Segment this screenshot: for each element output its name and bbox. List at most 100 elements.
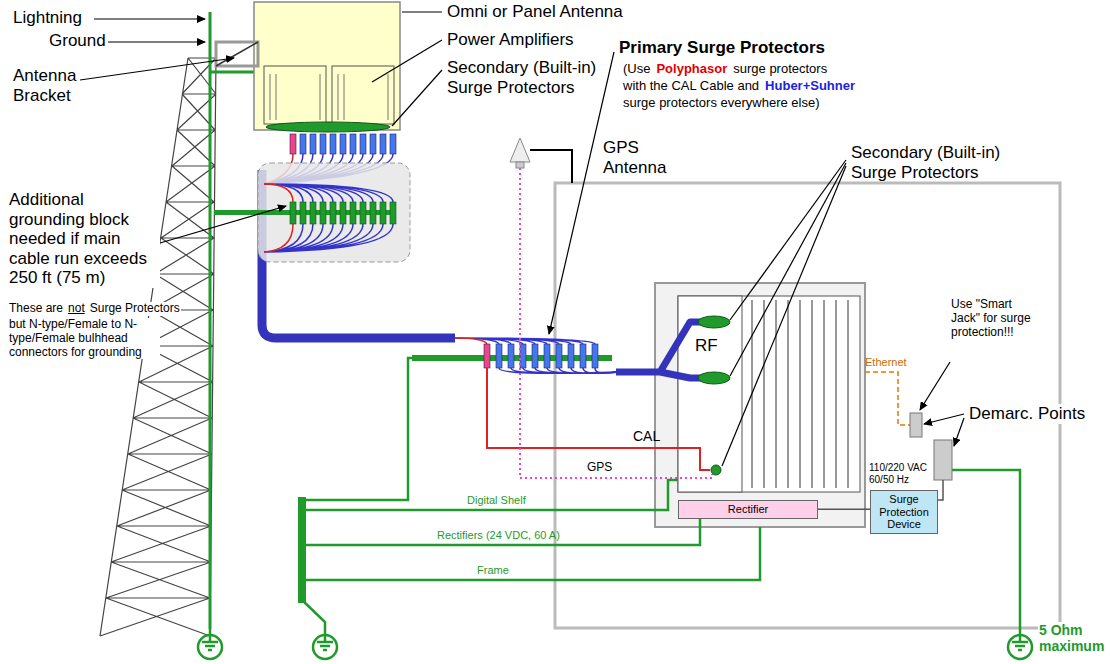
- label-text: Secondary (Built-in) Surge Protectors: [850, 143, 1042, 182]
- primary-surge-protectors: [496, 344, 502, 368]
- antenna-connectors: [310, 134, 316, 154]
- label-text: Use "Smart Jack" for surge protection!!!: [950, 298, 1034, 339]
- leader-line: [94, 18, 205, 19]
- leader-line: [924, 414, 964, 424]
- leader-line: [392, 70, 442, 126]
- label-text: GPS: [586, 461, 613, 475]
- leader-line: [722, 166, 846, 466]
- primary-surge-protectors: [508, 344, 514, 368]
- ground-symbol: [198, 629, 1032, 659]
- ground-wiring: [302, 527, 760, 580]
- bulkhead-connectors: [290, 202, 296, 224]
- rectifier-box: Rectifier: [678, 500, 818, 519]
- label-text: 5 Ohm maximum: [1038, 622, 1106, 654]
- leader-line: [730, 160, 846, 320]
- grounding-block-fan: [264, 184, 393, 252]
- ground-symbol: [1012, 629, 1028, 650]
- antenna-unit: [270, 74, 388, 120]
- bulkhead-connectors: [290, 202, 396, 224]
- antenna-connectors: [370, 134, 376, 154]
- primary-surge-protectors: [544, 344, 550, 368]
- primary-surge-protectors: [580, 344, 586, 368]
- label-text: Primary Surge Protectors: [618, 38, 826, 58]
- label-text: Digital Shelf: [466, 494, 527, 507]
- label-text: surge protectors everywhere else): [622, 96, 821, 111]
- primary-surge-protectors: [556, 344, 562, 368]
- primary-surge-protectors: [592, 344, 598, 368]
- label-text: Power Amplifiers: [446, 30, 575, 50]
- leader-line: [80, 58, 234, 80]
- gps-antenna: [510, 138, 572, 183]
- bulkhead-connectors: [360, 202, 366, 224]
- antenna-connectors: [360, 134, 366, 154]
- surge-device-box: Surge Protection Device: [870, 490, 938, 534]
- label-text: Antenna Bracket: [12, 66, 94, 105]
- ground-wiring: [302, 358, 412, 500]
- label-text: Additional grounding block needed if mai…: [8, 190, 160, 288]
- bulkhead-connectors: [340, 202, 346, 224]
- label-text: surge protectors: [732, 62, 828, 77]
- label-text: Huber+Suhner: [764, 79, 856, 94]
- secondary-protectors: [698, 372, 730, 384]
- antenna-unit: [254, 2, 400, 132]
- antenna-connectors: [300, 134, 306, 154]
- rf-cables: [616, 322, 702, 378]
- bulkhead-connectors: [390, 202, 396, 224]
- bulkhead-connectors: [350, 202, 356, 224]
- ground-wire: [209, 12, 212, 629]
- node-text: Rectifier: [682, 503, 814, 516]
- antenna-unit: [264, 66, 326, 124]
- antenna-connectors: [340, 134, 346, 154]
- label-text: Frame: [476, 564, 510, 577]
- antenna-connectors: [320, 134, 326, 154]
- secondary-protectors: [698, 316, 730, 328]
- label-text: but N-type/Female to N-type/Female bulhh…: [8, 318, 160, 359]
- bulkhead-connectors: [310, 202, 316, 224]
- ground-wiring: [302, 480, 678, 510]
- leader-line: [372, 40, 442, 82]
- antenna-connectors: [390, 134, 396, 154]
- gps-antenna: [516, 162, 524, 168]
- leader-line: [730, 163, 846, 376]
- antenna-bracket: [216, 42, 258, 66]
- label-text: GPS Antenna: [602, 138, 674, 177]
- label-text: Lightning: [12, 8, 83, 28]
- antenna-connectors: [350, 134, 356, 154]
- grounding-block-fan: [264, 184, 393, 252]
- leader-line: [108, 41, 205, 42]
- label-text: 110/220 VAC 60/50 Hz: [868, 462, 932, 485]
- bulkhead-connectors: [330, 202, 336, 224]
- label-text: Surge Protectors: [89, 302, 181, 316]
- ground-wiring: [302, 358, 1020, 629]
- equipment-rack: [752, 300, 848, 488]
- equipment-rack: [655, 283, 865, 527]
- antenna-bracket: [216, 42, 258, 66]
- antenna-connectors: [290, 134, 296, 154]
- gps-cable: [520, 168, 712, 478]
- demarc-box: [910, 413, 922, 437]
- antenna-connectors: [290, 134, 396, 154]
- label-text: Demarc. Points: [968, 404, 1086, 424]
- bulkhead-connectors: [370, 202, 376, 224]
- power-feed: [938, 480, 943, 500]
- antenna-bracket: [216, 42, 258, 66]
- bulkhead-connectors: [380, 202, 386, 224]
- label-text: Polyphasor: [655, 62, 728, 77]
- ground-bus: [298, 497, 306, 603]
- primary-fan: [455, 338, 487, 344]
- ethernet-line: [865, 372, 910, 425]
- leader-line: [80, 12, 964, 466]
- gps-antenna: [510, 138, 530, 162]
- power-connector: [818, 509, 870, 511]
- equipment-rack: [655, 283, 865, 527]
- leader-line: [954, 418, 964, 446]
- demarc-box: [934, 440, 952, 480]
- primary-surge-protectors: [568, 344, 574, 368]
- primary-surge-protectors: [484, 344, 490, 368]
- grounding-block-fan: [264, 184, 293, 252]
- primary-surge-protectors: [532, 344, 538, 368]
- ground-wiring: [302, 518, 700, 545]
- label-text: Rectifiers (24 VDC, 60 A): [436, 529, 561, 542]
